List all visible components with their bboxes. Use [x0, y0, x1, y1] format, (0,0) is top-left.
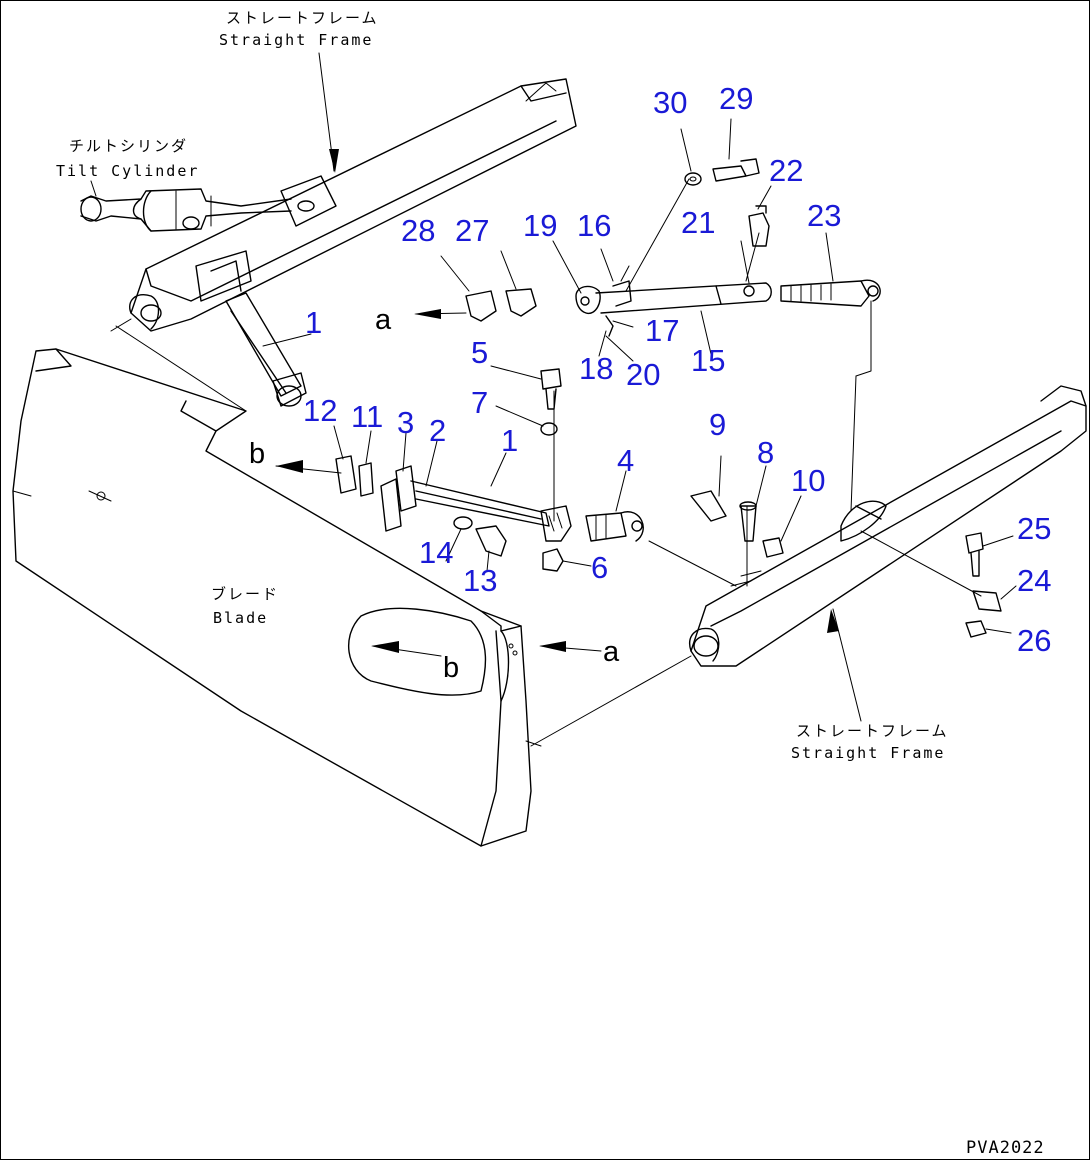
left-cylinder-part — [225, 292, 307, 407]
part-number-24: 24 — [1017, 563, 1051, 598]
part-number-15: 15 — [691, 343, 725, 378]
part-number-12: 12 — [303, 393, 337, 428]
part-number-3: 3 — [397, 405, 414, 440]
part-number-14: 14 — [419, 535, 453, 570]
part-number-9: 9 — [709, 407, 726, 442]
view-ref-a-upper: a — [375, 304, 392, 336]
part-number-27: 27 — [455, 213, 489, 248]
leader-lines — [115, 178, 982, 747]
part-number-1-upper: 1 — [305, 305, 322, 340]
tilt-cylinder — [80, 188, 292, 232]
part-number-17: 17 — [645, 313, 679, 348]
part-number-16: 16 — [577, 208, 611, 243]
part-number-23: 23 — [807, 198, 841, 233]
top-straight-frame — [110, 78, 577, 332]
part-number-18: 18 — [579, 351, 613, 386]
top-frame-en-label: Straight Frame — [219, 31, 373, 49]
part-number-10: 10 — [791, 463, 825, 498]
right-frame-en-label: Straight Frame — [791, 744, 945, 762]
part-number-11: 11 — [351, 399, 383, 434]
view-ref-a-lower: a — [603, 636, 620, 668]
blade — [12, 348, 542, 847]
right-frame-jp-label: ストレートフレーム — [796, 722, 949, 740]
number-leaders — [262, 118, 1017, 634]
right-straight-frame — [689, 385, 1087, 667]
rod-end-23 — [780, 279, 881, 307]
part-number-22: 22 — [769, 153, 803, 188]
part-number-28: 28 — [401, 213, 435, 248]
part-number-25: 25 — [1017, 511, 1051, 546]
part-number-13: 13 — [463, 563, 497, 598]
rod-15-assembly — [575, 265, 772, 337]
part-number-26: 26 — [1017, 623, 1051, 658]
small-parts — [335, 158, 1002, 638]
part-number-1-middle: 1 — [501, 423, 518, 458]
part-number-5: 5 — [471, 335, 488, 370]
part-number-30: 30 — [653, 85, 687, 120]
part-number-29: 29 — [719, 81, 753, 116]
drawing-code: PVA2022 — [966, 1138, 1045, 1158]
part-number-21: 21 — [681, 205, 715, 240]
middle-rod-assembly — [380, 465, 572, 542]
part-number-2: 2 — [429, 413, 446, 448]
tilt-cylinder-jp-label: チルトシリンダ — [69, 137, 188, 155]
label-arrows — [90, 52, 862, 722]
part-number-20: 20 — [626, 357, 660, 392]
view-ref-b-left: b — [249, 438, 265, 470]
part-number-19: 19 — [523, 208, 557, 243]
blade-en-label: Blade — [213, 609, 268, 627]
top-frame-jp-label: ストレートフレーム — [226, 9, 379, 27]
part-number-7: 7 — [471, 385, 488, 420]
view-ref-b-blade: b — [443, 652, 459, 684]
blade-jp-label: ブレード — [211, 585, 279, 603]
tilt-cylinder-en-label: Tilt Cylinder — [56, 162, 199, 180]
part-number-6: 6 — [591, 550, 608, 585]
part-number-8: 8 — [757, 435, 774, 470]
part-number-4: 4 — [617, 443, 634, 478]
